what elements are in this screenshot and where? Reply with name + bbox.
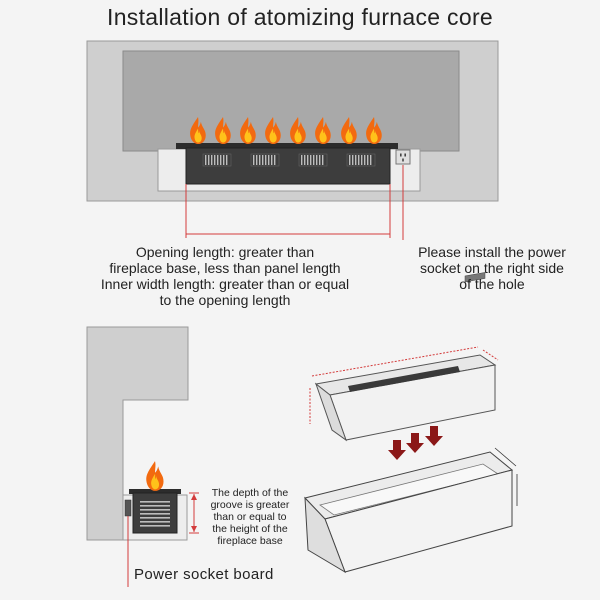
caption-line: Opening length: greater than — [135, 244, 315, 260]
power-socket — [395, 149, 411, 165]
caption-line: Inner width length: greater than or equa… — [100, 276, 350, 292]
front-view — [86, 40, 499, 240]
side-view — [86, 326, 199, 587]
caption-line: groove is greater — [210, 499, 290, 511]
caption-line: of the hole — [459, 276, 525, 292]
side-vent — [140, 501, 170, 527]
diagram-title: Installation of atomizing furnace core — [107, 4, 493, 30]
side-flame — [146, 461, 164, 491]
insert-arrows — [388, 426, 443, 460]
iso-dimension-lines — [309, 346, 499, 424]
caption-line: than or equal to — [213, 511, 287, 523]
socket-position-caption: Please install the power socket on the r… — [392, 244, 592, 292]
iso-base-dimensions — [494, 447, 518, 506]
opening-length-caption: Opening length: greater than fireplace b… — [40, 244, 410, 308]
groove-depth-marker — [189, 492, 199, 534]
caption-line: the height of the — [212, 523, 288, 535]
wall-section — [86, 326, 189, 541]
furnace-top-bar — [176, 143, 398, 149]
opening-dimension-line — [185, 184, 391, 238]
caption-line: Please install the power — [418, 244, 566, 260]
caption-line: socket on the right side — [420, 260, 564, 276]
groove-depth-caption: The depth of the groove is greater than … — [200, 487, 300, 547]
caption-line: fireplace base — [217, 535, 283, 547]
side-furnace-lid — [129, 489, 181, 494]
vent-grilles — [202, 153, 376, 167]
power-socket-board-label: Power socket board — [134, 566, 274, 583]
caption-line: to the opening length — [159, 292, 291, 308]
caption-line: fireplace base, less than panel length — [109, 260, 341, 276]
iso-furnace-core — [314, 272, 497, 442]
socket-board — [124, 499, 132, 517]
caption-line: The depth of the — [211, 487, 289, 499]
iso-fireplace-base — [304, 451, 514, 574]
isometric-view — [304, 272, 518, 574]
